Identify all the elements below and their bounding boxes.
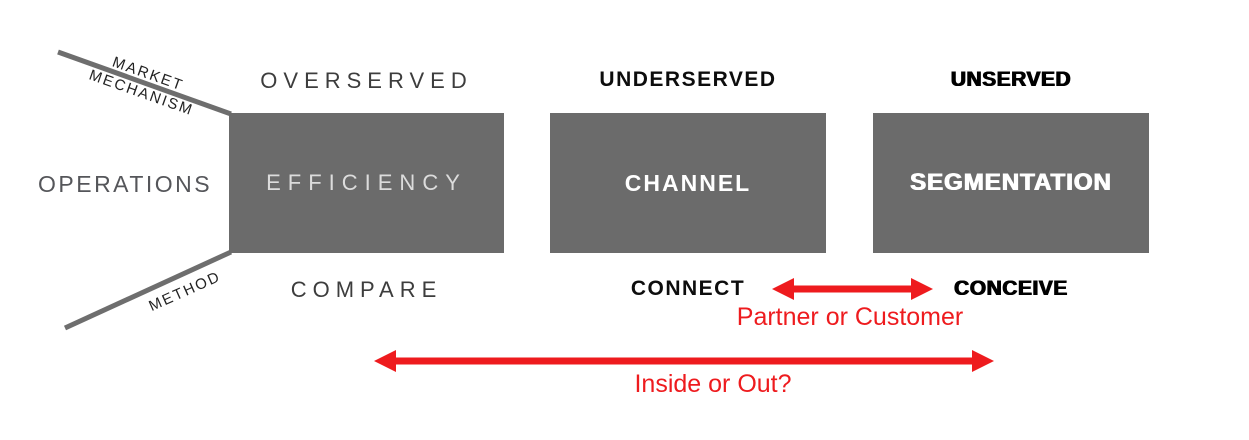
top-label-overserved: OVERSERVED xyxy=(260,68,473,93)
inside-or-out-arrow xyxy=(374,350,994,372)
box-segmentation-label: SEGMENTATION xyxy=(910,169,1112,196)
top-label-underserved: UNDERSERVED xyxy=(599,68,777,91)
box-channel: CHANNEL xyxy=(550,113,826,253)
box-channel-label: CHANNEL xyxy=(624,169,752,196)
bottom-label-conceive: CONCEIVE xyxy=(954,277,1068,300)
box-efficiency: EFFICIENCY xyxy=(229,113,504,253)
inside-or-out-note: Inside or Out? xyxy=(634,370,792,398)
operations-axis-label: OPERATIONS xyxy=(38,171,213,197)
method-axis-label: METHOD xyxy=(146,268,224,315)
top-label-unserved: UNSERVED xyxy=(950,68,1072,91)
market-mechanism-axis-label: MARKET MECHANISM xyxy=(74,43,215,126)
box-segmentation: SEGMENTATION xyxy=(873,113,1149,253)
bottom-label-connect: CONNECT xyxy=(630,277,746,300)
box-efficiency-label: EFFICIENCY xyxy=(266,170,467,195)
partner-or-customer-note: Partner or Customer xyxy=(736,303,964,331)
bottom-label-compare: COMPARE xyxy=(290,277,443,302)
